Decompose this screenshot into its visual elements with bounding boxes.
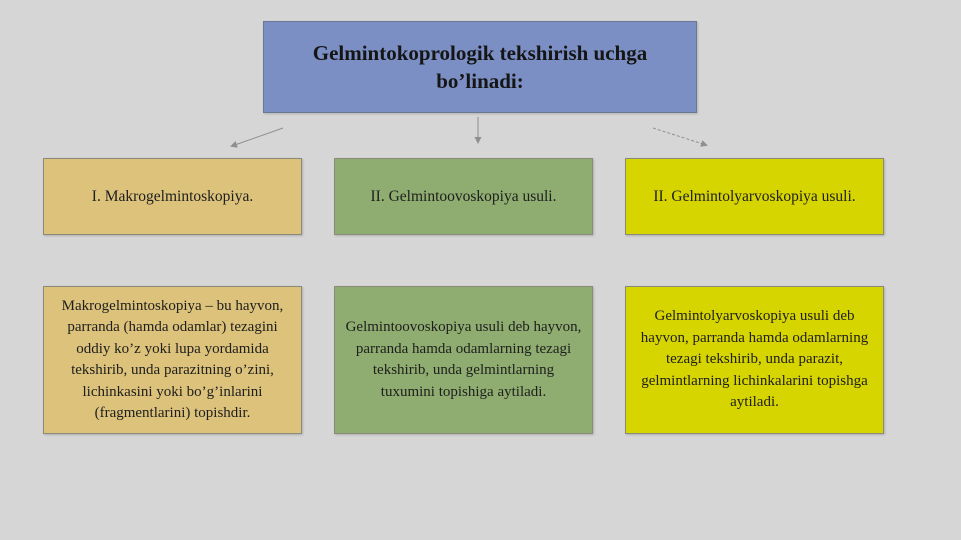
description-text: Gelmintoovoskopiya usuli deb hayvon, par… (345, 319, 582, 400)
arrow-left (230, 127, 284, 148)
heading-box-makrogelmintoskopiya: I. Makrogelmintoskopiya. (43, 158, 302, 235)
description-box-makrogelmintoskopiya: Makrogelmintoskopiya – bu hayvon, parran… (43, 286, 302, 434)
description-text: Gelmintolyarvoskopiya usuli deb hayvon, … (640, 308, 869, 411)
heading-text: I. Makrogelmintoskopiya. (91, 187, 254, 205)
description-box-gelmintoovoskopiya: Gelmintoovoskopiya usuli deb hayvon, par… (334, 286, 593, 434)
arrow-right (652, 127, 708, 147)
heading-box-gelmintolyarvoskopiya: II. Gelmintolyarvoskopiya usuli. (625, 158, 884, 235)
title-box: Gelmintokoprologik tekshirish uchga bo’l… (263, 21, 697, 113)
heading-box-gelmintoovoskopiya: II. Gelmintoovoskopiya usuli. (334, 158, 593, 235)
heading-text: II. Gelmintolyarvoskopiya usuli. (653, 187, 856, 205)
description-box-gelmintolyarvoskopiya: Gelmintolyarvoskopiya usuli deb hayvon, … (625, 286, 884, 434)
heading-text: II. Gelmintoovoskopiya usuli. (370, 187, 557, 205)
description-text: Makrogelmintoskopiya – bu hayvon, parran… (61, 297, 284, 422)
title-text: Gelmintokoprologik tekshirish uchga bo’l… (312, 41, 648, 93)
